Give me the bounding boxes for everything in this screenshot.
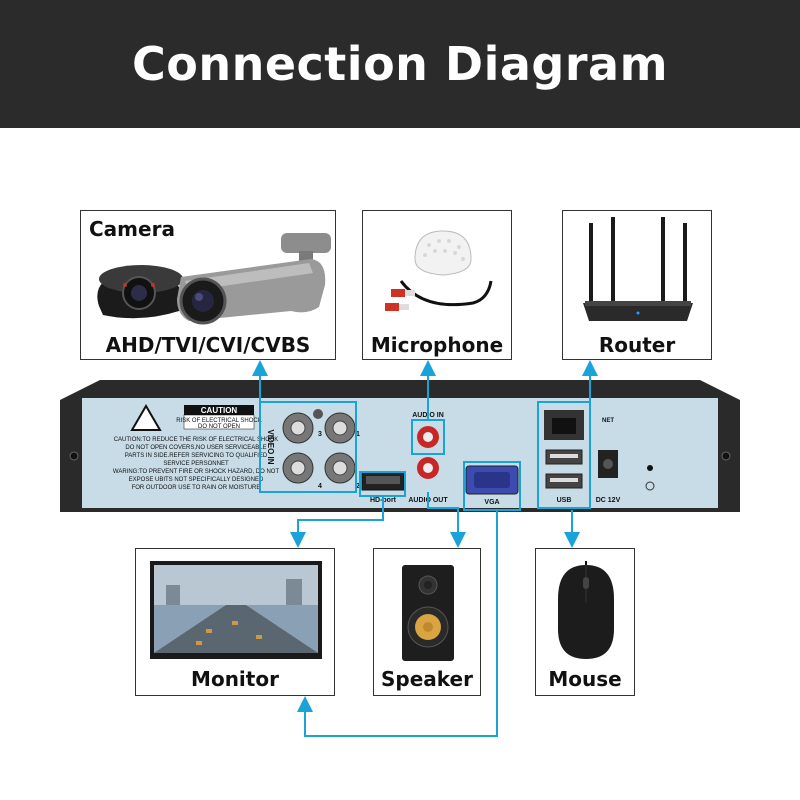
bnc-number: 1: [356, 431, 360, 438]
page-title: Connection Diagram: [131, 37, 669, 91]
bnc-number: 4: [318, 483, 322, 490]
monitor-icon: [150, 561, 322, 659]
mouse-box: Mouse: [535, 548, 635, 696]
warning-triangle-icon: [130, 404, 162, 431]
warning-line: DO NOT OPEN COVERS,NO USER SERVICEABLE: [125, 445, 266, 451]
vga-label: VGA: [484, 499, 499, 506]
speaker-label: Speaker: [381, 667, 473, 691]
dc-label: DC 12V: [596, 497, 621, 504]
bnc-number: 3: [318, 431, 322, 438]
dvr-rear-panel: CAUTION RISK OF ELECTRICAL SHOCK DO NOT …: [60, 380, 740, 512]
warning-line: PARTS IN SIDE.REFER SERVICING TO QUALIFI…: [125, 453, 268, 459]
warning-line: WARING:TO PREVENT FIRE OR SHOCK HAZARD, …: [113, 469, 280, 475]
caution-sub2: DO NOT OPEN: [198, 424, 240, 430]
caution-title: CAUTION: [201, 406, 238, 415]
camera-icon: [97, 233, 331, 325]
warning-text-block: CAUTION:TO REDUCE THE RISK OF ELECTRICAL…: [113, 437, 280, 491]
audio-in-label: AUDIO IN: [412, 412, 444, 419]
warning-line: CAUTION:TO REDUCE THE RISK OF ELECTRICAL…: [114, 437, 279, 443]
video-in-label: VIDEO IN: [266, 429, 275, 464]
caution-sub1: RISK OF ELECTRICAL SHOCK: [176, 418, 261, 424]
router-icon: [583, 217, 693, 321]
net-label: NET: [602, 418, 614, 424]
camera-label: AHD/TVI/CVI/CVBS: [105, 333, 311, 357]
warning-line: FOR OUTDOOR USE TO RAIN OR MOISTURE: [132, 485, 261, 491]
microphone-icon: [385, 230, 493, 311]
warning-line: SERVICE PERSONNET: [163, 461, 229, 467]
router-box: Router: [562, 210, 712, 360]
monitor-box: Monitor: [135, 548, 335, 696]
mouse-icon: [558, 561, 614, 659]
header-banner: Connection Diagram: [0, 0, 800, 128]
usb-label: USB: [557, 497, 572, 504]
microphone-label: Microphone: [370, 333, 504, 357]
bnc-number: 2: [356, 483, 360, 490]
warning-line: EXPOSE UBITS NOT SPECIFICALLY DESIGNED: [129, 477, 264, 483]
hd-port-label: HD-port: [370, 497, 397, 504]
camera-box: Camera AHD/TVI/CVI/CVBS: [80, 210, 336, 360]
speaker-icon: [402, 565, 454, 661]
microphone-box: Microphone: [362, 210, 512, 360]
camera-title: Camera: [89, 217, 175, 241]
speaker-box: Speaker: [373, 548, 481, 696]
audio-out-label: AUDIO OUT: [408, 497, 448, 504]
monitor-label: Monitor: [191, 667, 279, 691]
router-label: Router: [598, 333, 676, 357]
mouse-label: Mouse: [548, 667, 622, 691]
